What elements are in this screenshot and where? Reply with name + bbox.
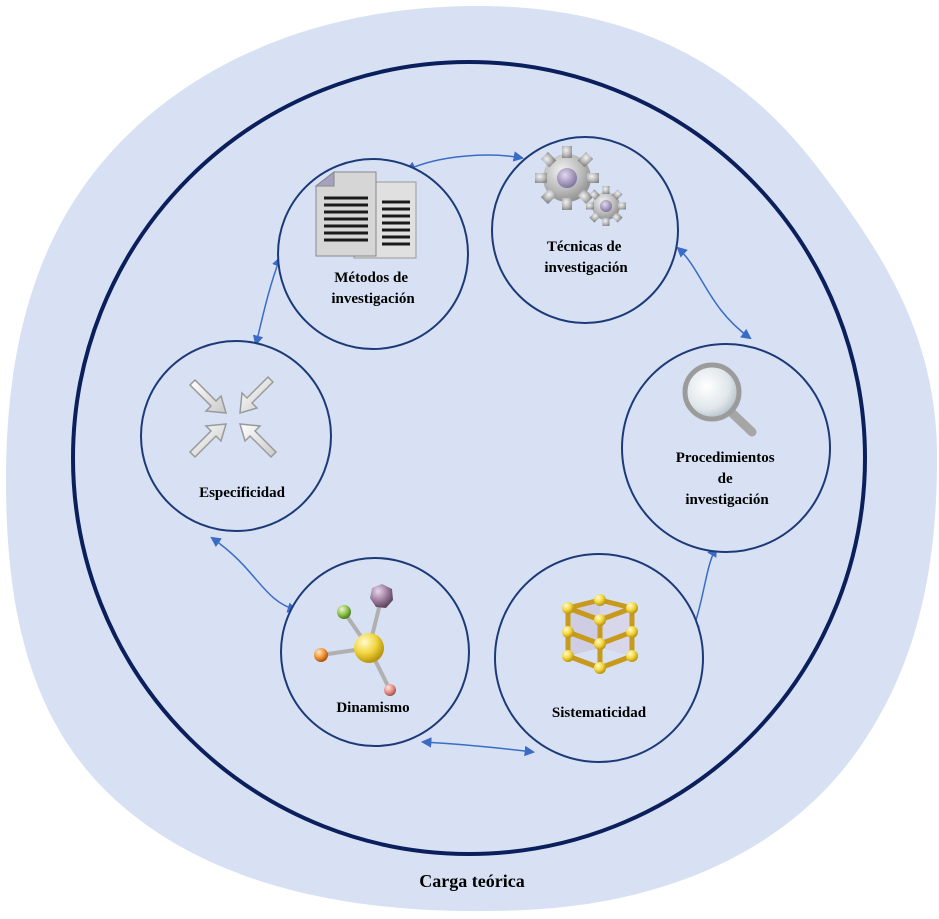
node-tecnicas-label: Técnicas de investigación bbox=[544, 239, 628, 276]
node-sistematicidad: Sistematicidad bbox=[494, 553, 704, 763]
cube-structure-icon bbox=[562, 594, 638, 674]
connector-especificidad-metodos bbox=[252, 256, 282, 347]
node-procedimientos: Procedimientos de investigación bbox=[621, 343, 831, 553]
documents-icon bbox=[314, 170, 417, 259]
outer-ring-label: Carga teórica bbox=[419, 871, 524, 891]
molecule-icon bbox=[314, 584, 396, 696]
gears-icon bbox=[535, 146, 626, 226]
node-especificidad-circle bbox=[140, 340, 332, 532]
node-metodos: Métodos de investigación bbox=[277, 158, 469, 350]
node-metodos-label: Métodos de investigación bbox=[331, 270, 415, 307]
node-dinamismo: Dinamismo bbox=[280, 557, 470, 747]
connector-tecnicas-procedimientos bbox=[676, 246, 752, 340]
connector-dinamismo-especificidad bbox=[210, 536, 299, 613]
node-procedimientos-circle bbox=[621, 343, 831, 553]
node-dinamismo-label: Dinamismo bbox=[336, 700, 409, 716]
outer-ring bbox=[71, 60, 867, 856]
background-blob bbox=[6, 5, 938, 912]
connections bbox=[210, 151, 752, 757]
converging-arrows-icon bbox=[188, 375, 278, 459]
connector-metodos-tecnicas bbox=[405, 151, 525, 172]
node-sistematicidad-label: Sistematicidad bbox=[552, 705, 647, 721]
connector-sistematicidad-dinamismo bbox=[420, 737, 536, 757]
node-tecnicas: Técnicas de investigación bbox=[491, 136, 679, 324]
node-especificidad-label: Especificidad bbox=[199, 485, 285, 501]
node-tecnicas-circle bbox=[491, 136, 679, 324]
node-procedimientos-label: Procedimientos de investigación bbox=[676, 450, 779, 508]
node-especificidad: Especificidad bbox=[140, 340, 332, 532]
magnifier-icon bbox=[682, 362, 757, 437]
